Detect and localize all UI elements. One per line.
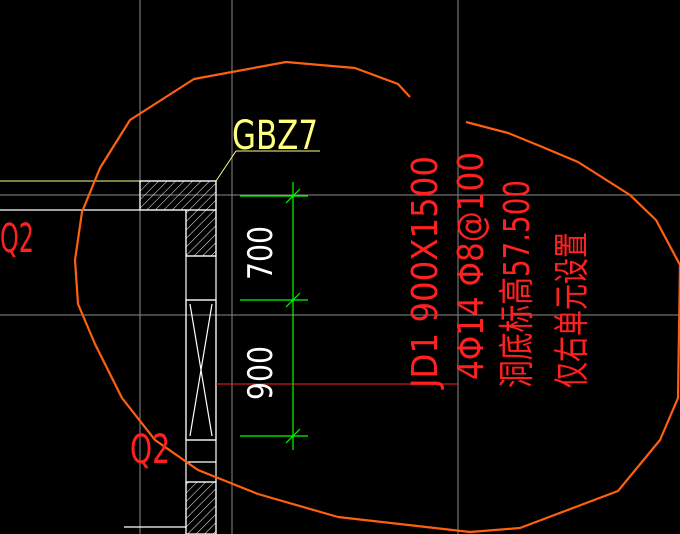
annotation-line-4: 仅右单元设置 xyxy=(552,232,593,388)
column-hatch-bottom xyxy=(185,481,217,534)
wall-column-outline xyxy=(0,180,217,534)
revision-cloud xyxy=(73,60,680,534)
wall-label-left: Q2 xyxy=(0,216,34,262)
tag-leader xyxy=(215,150,320,182)
opening-cross-b xyxy=(189,303,213,437)
annotation-line-2: 4Φ14 Φ8@100 xyxy=(451,152,492,380)
wall-label-bottom: Q2 xyxy=(130,427,170,473)
column-hatch-right xyxy=(185,209,217,257)
opening-annotation: JD1 900X1500 4Φ14 Φ8@100 洞底标高57.500 仅右单元… xyxy=(405,152,593,390)
dimension-text-upper: 700 xyxy=(241,226,281,280)
annotation-line-3: 洞底标高57.500 xyxy=(497,180,538,388)
annotation-line-1: JD1 900X1500 xyxy=(405,156,446,390)
column-hatch-top xyxy=(139,180,217,211)
column-tag-label: GBZ7 xyxy=(232,113,318,159)
dimension-lines xyxy=(240,182,308,450)
dimension-text-lower: 900 xyxy=(241,346,281,400)
